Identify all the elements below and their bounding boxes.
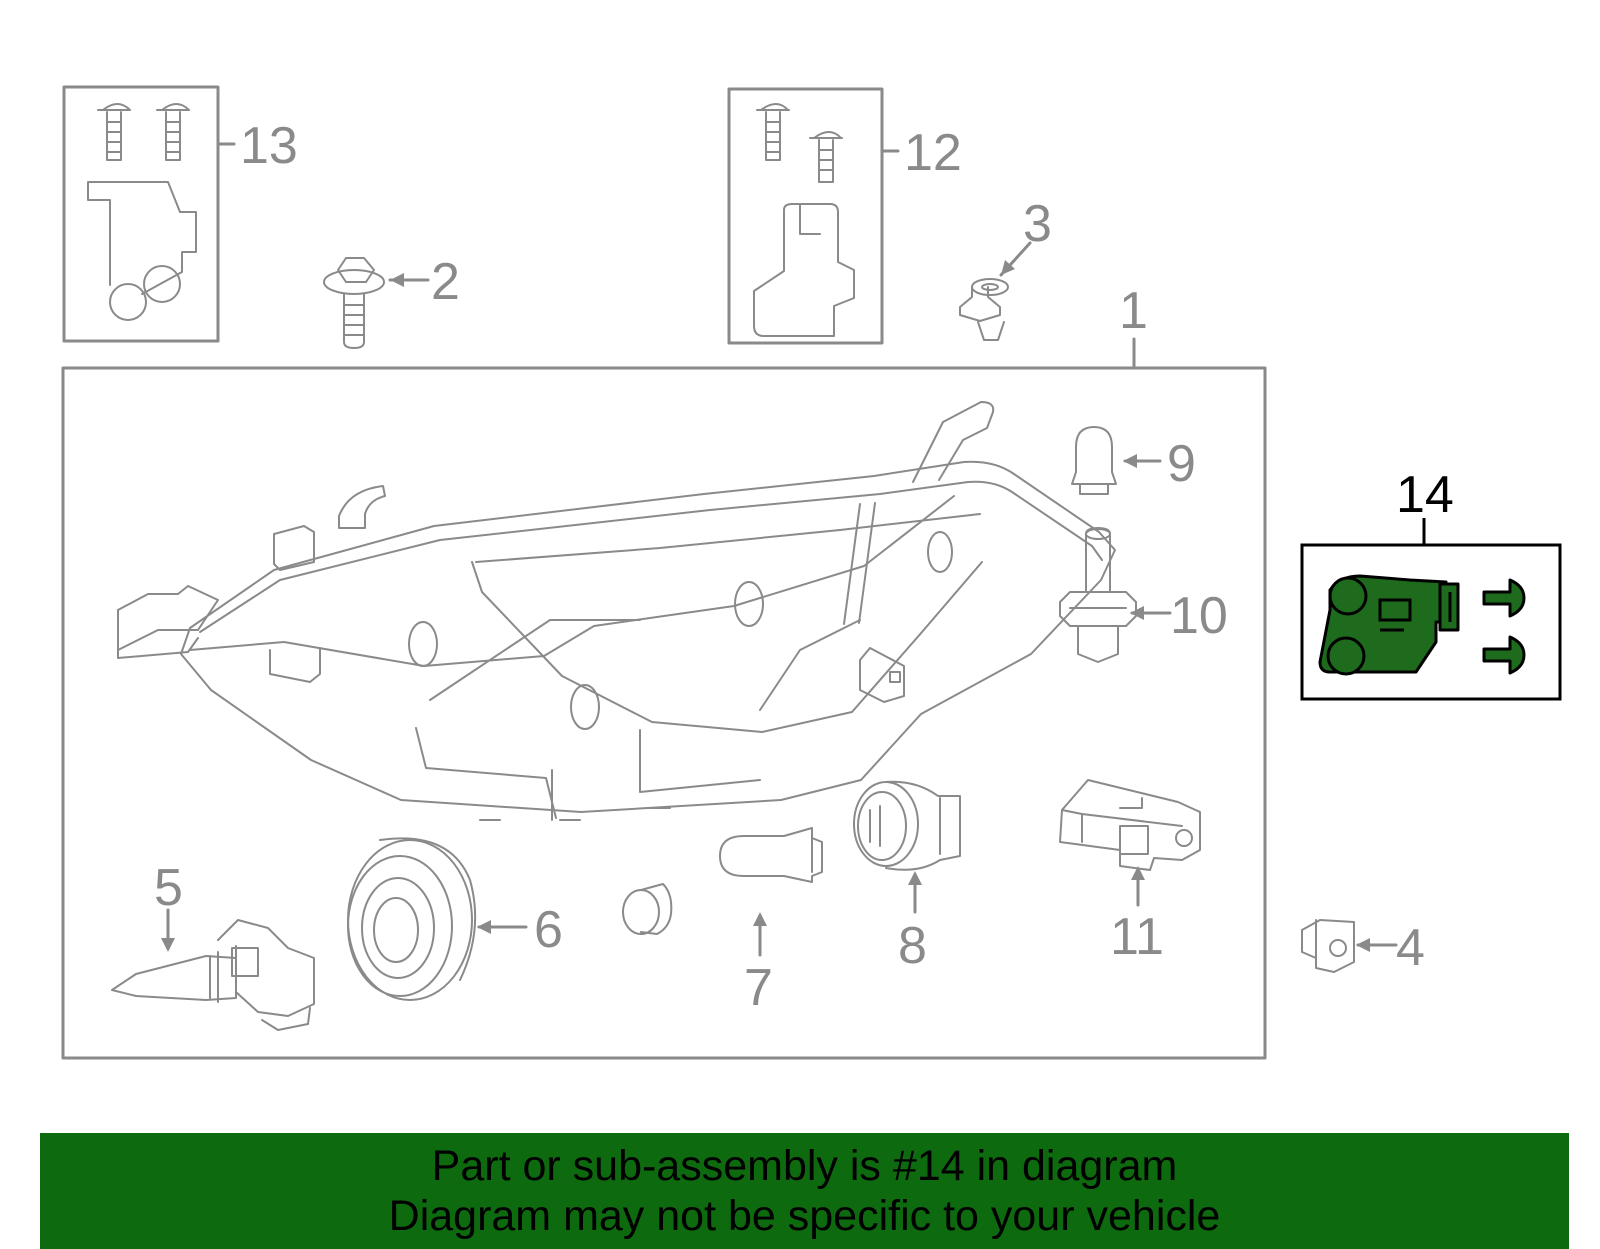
callout-13: 13 [240, 117, 298, 175]
headlamp-housing [117, 401, 1116, 821]
info-banner: Part or sub-assembly is #14 in diagram D… [40, 1133, 1569, 1249]
callout-2: 2 [431, 253, 460, 311]
callout-8: 8 [898, 917, 927, 975]
part-5-bulb[interactable]: 5 [111, 859, 315, 1031]
part-14-bracket-kit[interactable]: 14 [1300, 466, 1562, 701]
part-1-headlamp-assembly[interactable]: 1 [1119, 282, 1148, 370]
part-3-clip[interactable]: 3 [959, 195, 1052, 341]
part-12-kit[interactable]: 12 [727, 87, 962, 345]
callout-5: 5 [154, 859, 183, 917]
part-8-socket[interactable]: 8 [853, 780, 961, 975]
part-13-kit[interactable]: 13 [62, 85, 298, 343]
part-10-socket[interactable]: 10 [1059, 527, 1228, 663]
part-ring [622, 883, 673, 935]
headlamp-assembly-frame [61, 366, 1267, 1060]
callout-1: 1 [1119, 282, 1148, 340]
banner-line-1: Part or sub-assembly is #14 in diagram [431, 1142, 1178, 1190]
callout-14: 14 [1396, 466, 1454, 524]
part-4-nut[interactable]: 4 [1301, 919, 1425, 977]
part-7-bulb[interactable]: 7 [719, 827, 823, 1017]
callout-7: 7 [744, 959, 773, 1017]
part-2-bolt[interactable]: 2 [323, 253, 460, 349]
callout-12: 12 [904, 124, 962, 182]
part-6-lens[interactable]: 6 [347, 837, 563, 1001]
callout-10: 10 [1170, 587, 1228, 645]
callout-6: 6 [534, 901, 563, 959]
banner-line-2: Diagram may not be specific to your vehi… [388, 1192, 1221, 1240]
part-11-module[interactable]: 11 [1059, 779, 1201, 966]
part-9-bulb[interactable]: 9 [1071, 426, 1196, 495]
callout-9: 9 [1167, 435, 1196, 493]
callout-3: 3 [1023, 195, 1052, 253]
callout-11: 11 [1110, 908, 1164, 966]
callout-4: 4 [1396, 919, 1425, 977]
